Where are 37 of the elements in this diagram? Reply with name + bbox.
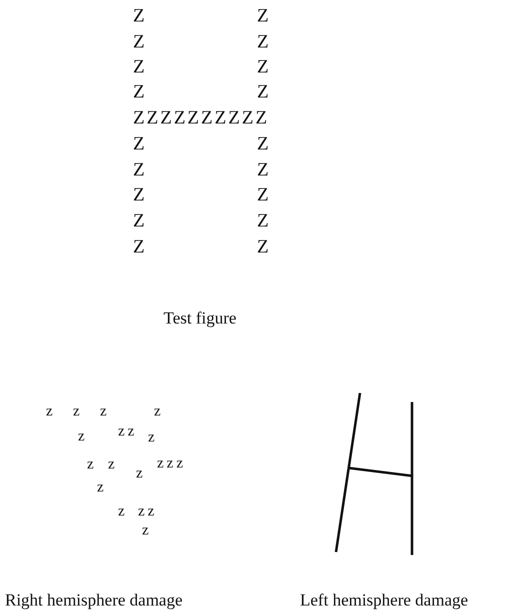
letter: Z bbox=[133, 82, 147, 102]
letter: Z bbox=[257, 32, 271, 52]
letter: Z bbox=[257, 82, 271, 102]
letter-cluster: zzz bbox=[157, 456, 186, 472]
letter: Z bbox=[133, 134, 147, 154]
letter-cluster: z bbox=[78, 430, 88, 444]
letter: Z bbox=[257, 160, 271, 180]
letter: Z bbox=[133, 6, 147, 26]
letter: Z bbox=[257, 134, 271, 154]
letter: Z bbox=[133, 212, 147, 230]
letter: Z bbox=[257, 238, 271, 256]
letter-cluster: z bbox=[87, 458, 97, 472]
letter-cluster: z bbox=[73, 404, 83, 420]
letter-cluster: z bbox=[108, 458, 118, 472]
letter: Z bbox=[133, 58, 147, 76]
letter: Z bbox=[257, 186, 271, 204]
letter: Z bbox=[257, 6, 271, 26]
letter-cluster: z bbox=[148, 430, 158, 446]
letter-row: ZZZZZZZZZZ bbox=[133, 108, 270, 128]
letter: Z bbox=[133, 238, 147, 256]
letter-cluster: z bbox=[118, 504, 128, 520]
figure-caption: Left hemisphere damage bbox=[300, 592, 468, 608]
letter-cluster: zz bbox=[118, 424, 138, 440]
figure-caption: Test figure bbox=[164, 310, 236, 326]
letter-cluster: z bbox=[100, 404, 110, 420]
letter: Z bbox=[257, 58, 271, 76]
letter: Z bbox=[133, 32, 147, 52]
letter-cluster: z bbox=[97, 480, 107, 496]
letter: Z bbox=[133, 186, 147, 204]
letter: Z bbox=[133, 160, 147, 180]
letter-cluster: zz bbox=[138, 504, 158, 520]
letter-cluster: z bbox=[142, 524, 152, 538]
letter: Z bbox=[257, 212, 271, 230]
letter-cluster: z bbox=[136, 466, 146, 482]
figure-caption: Right hemisphere damage bbox=[5, 592, 183, 608]
letter-cluster: z bbox=[46, 404, 56, 420]
letter-cluster: z bbox=[154, 404, 164, 420]
